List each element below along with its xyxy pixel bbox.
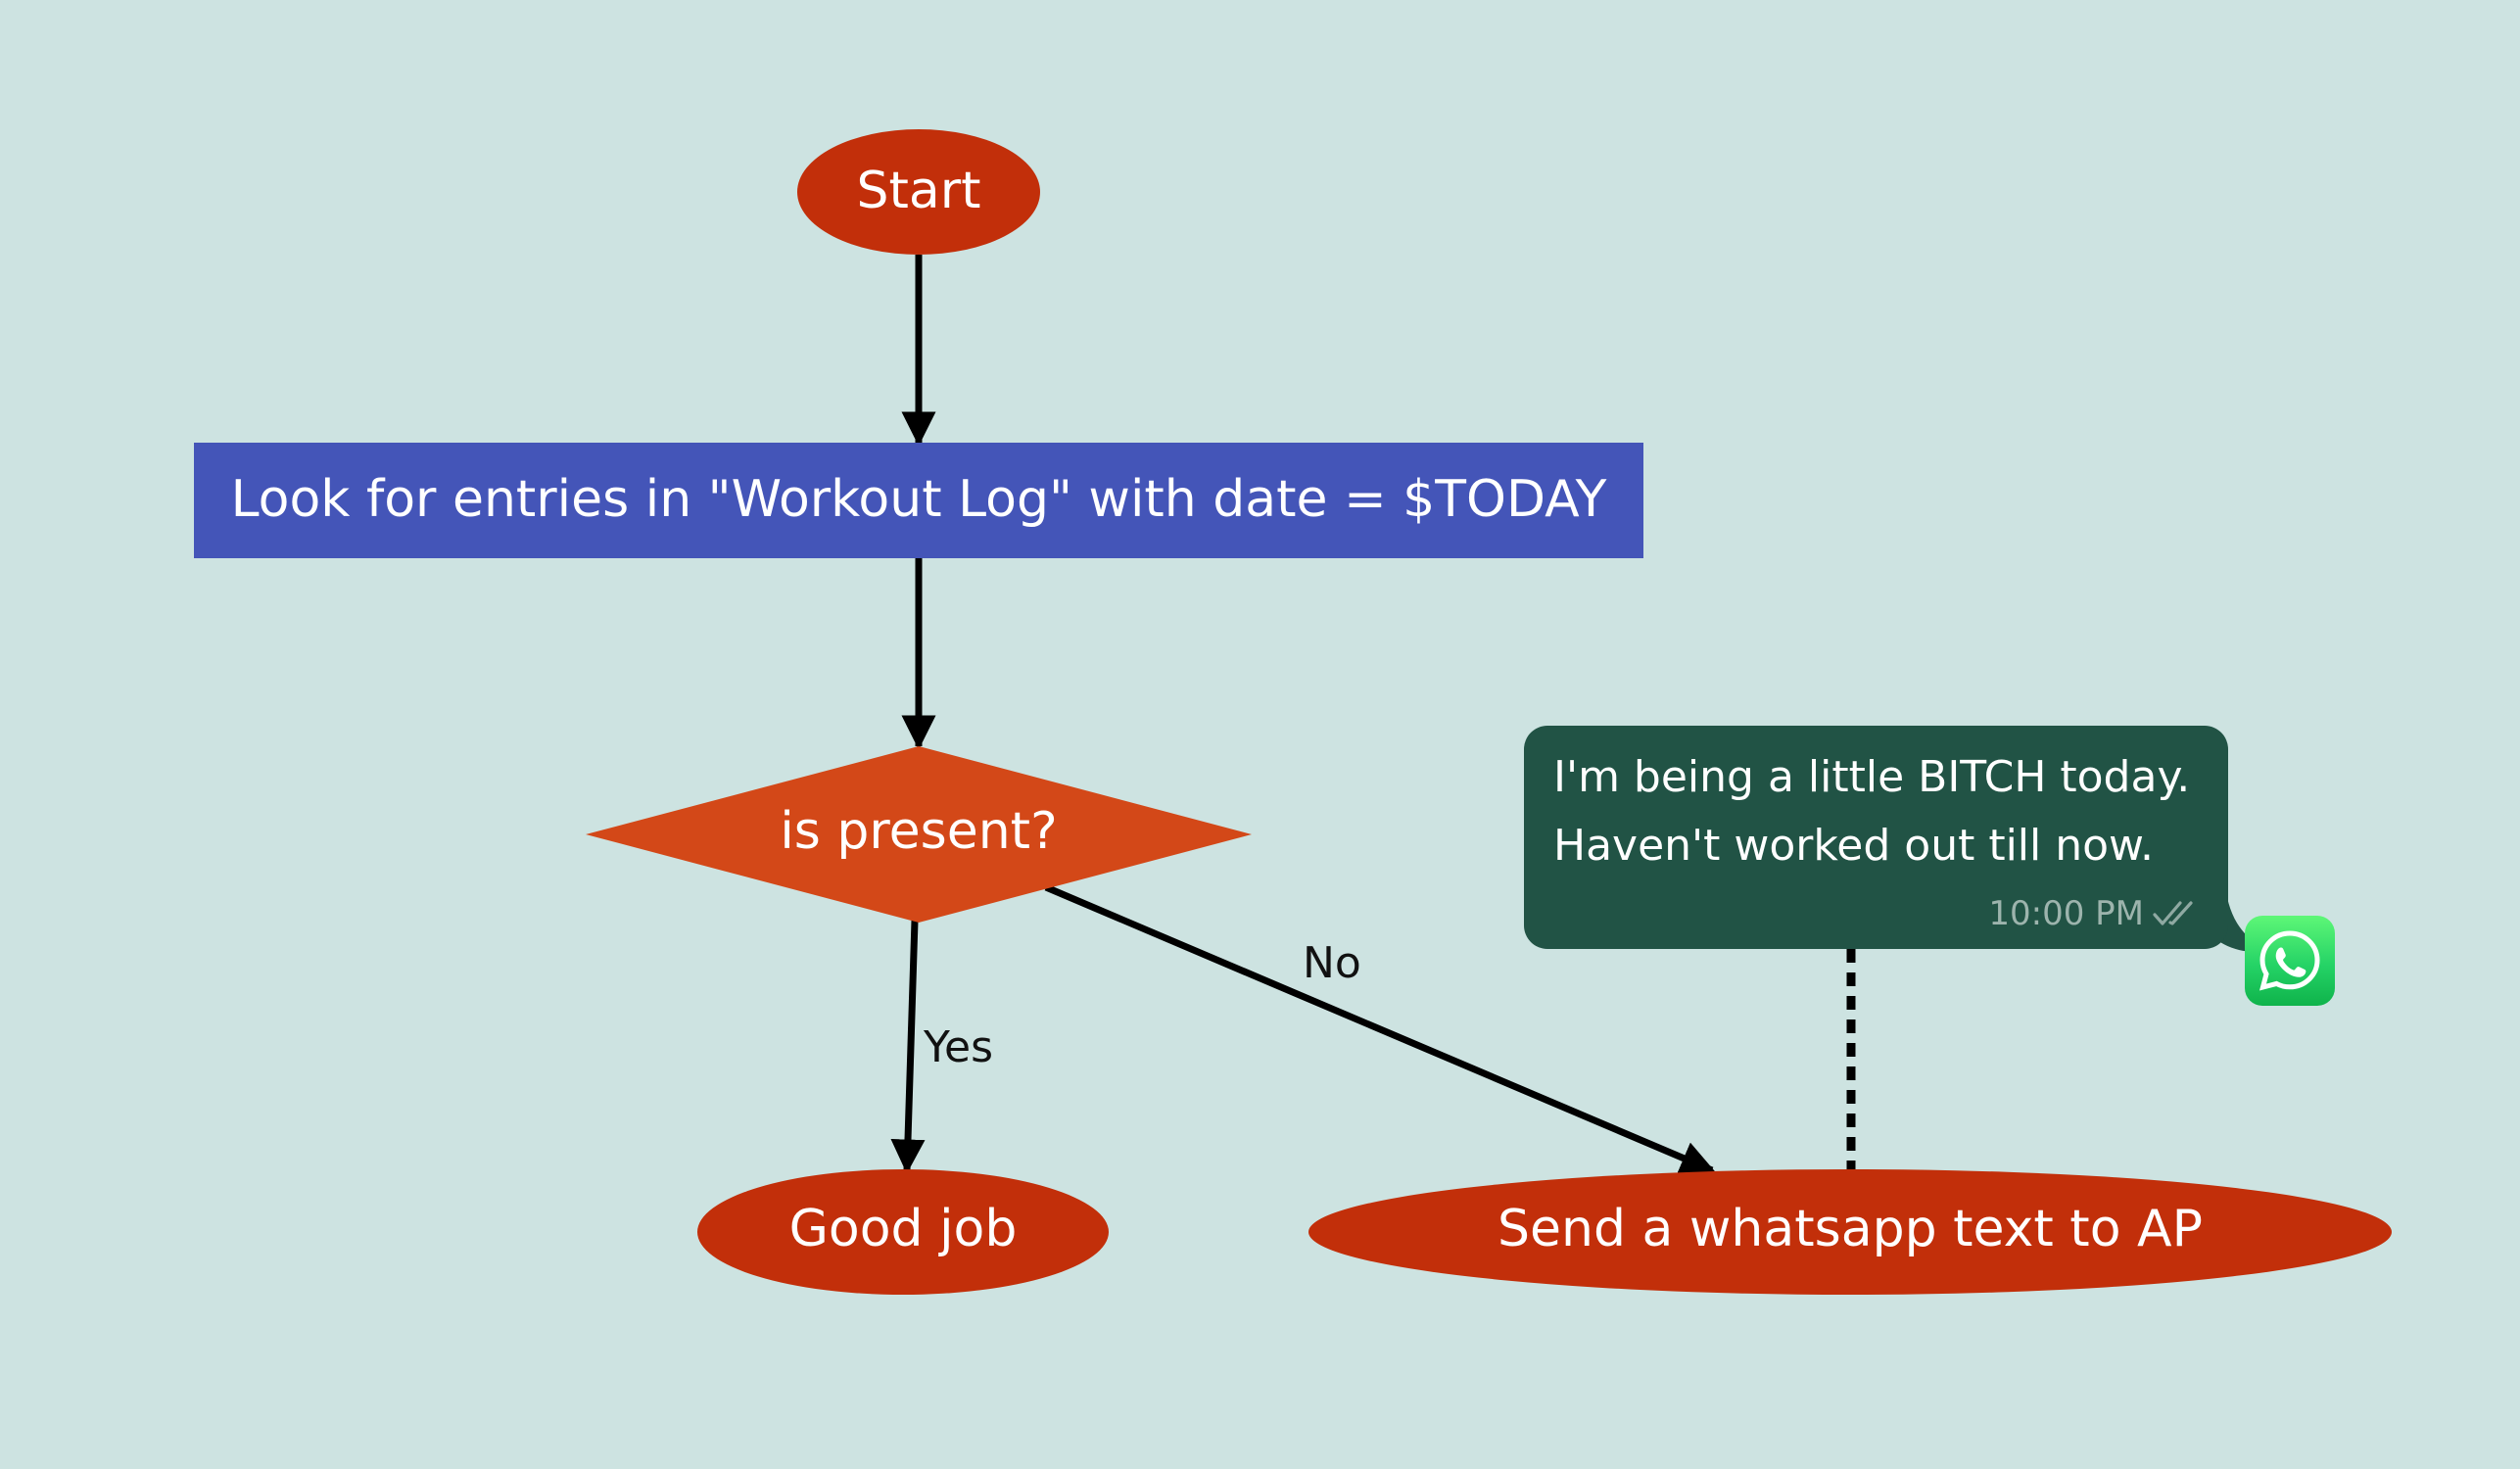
message-line-2: Haven't worked out till now. xyxy=(1553,821,2154,871)
edge-no-label: No xyxy=(1303,938,1361,988)
edge-decision-no xyxy=(1044,883,1716,1174)
decision-node-label: is present? xyxy=(780,802,1057,861)
double-check-icon xyxy=(2153,901,2193,925)
good-job-node-label: Good job xyxy=(789,1200,1018,1258)
message-line-1: I'm being a little BITCH today. xyxy=(1553,752,2191,802)
start-node xyxy=(797,129,1040,255)
whatsapp-icon xyxy=(2245,916,2335,1006)
process-node xyxy=(194,443,1643,558)
send-text-node xyxy=(1308,1169,2392,1295)
edge-decision-yes xyxy=(890,920,926,1174)
decision-node xyxy=(586,746,1252,923)
message-meta: 10:00 PM xyxy=(1988,894,2199,933)
good-job-node xyxy=(697,1169,1109,1295)
whatsapp-message-bubble: I'm being a little BITCH today. Haven't … xyxy=(1524,726,2228,949)
edge-yes-label: Yes xyxy=(923,1022,993,1072)
start-node-label: Start xyxy=(856,162,980,220)
whatsapp-glyph xyxy=(2259,930,2320,991)
process-node-label: Look for entries in "Workout Log" with d… xyxy=(231,470,1607,529)
message-time: 10:00 PM xyxy=(1988,894,2144,933)
send-text-node-label: Send a whatsapp text to AP xyxy=(1498,1200,2203,1258)
